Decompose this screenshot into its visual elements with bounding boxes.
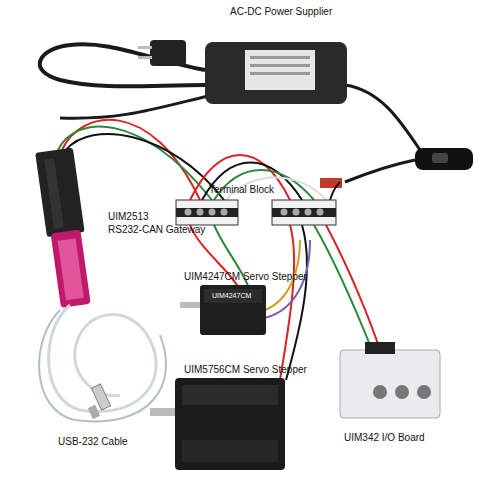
product-marking: UIM4247CM [212, 292, 251, 300]
part-label: UIM2513 [108, 211, 149, 223]
part-label: UIM342 I/O Board [344, 432, 425, 444]
part-label: RS232-CAN Gateway [108, 224, 205, 236]
part-label: USB-232 Cable [58, 436, 127, 448]
part-label: UIM4247CM Servo Stepper [184, 271, 307, 283]
part-label: UIM5756CM Servo Stepper [184, 364, 307, 376]
part-label: Terminal Block [209, 184, 274, 196]
part-label: AC-DC Power Supplier [230, 6, 332, 18]
